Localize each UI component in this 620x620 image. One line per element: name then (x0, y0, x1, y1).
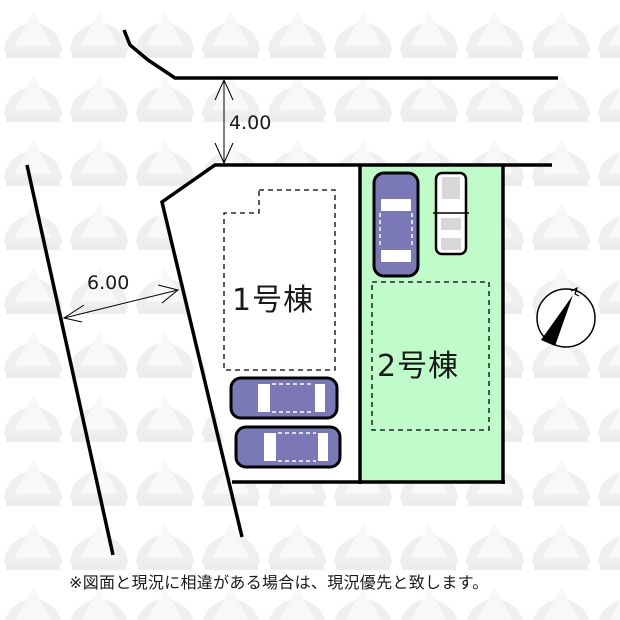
building-2-label: 2号棟 (377, 349, 460, 384)
dimension-arrow-4m (214, 78, 234, 165)
site-boundary-north-west (160, 163, 552, 538)
car-icon (433, 171, 469, 256)
building-2-footprint (371, 281, 490, 431)
car-icon (234, 425, 342, 469)
building-1-label: 1号棟 (232, 283, 315, 318)
road-width-west-label: 6.00 (87, 272, 130, 294)
building-1-footprint (223, 189, 336, 371)
disclaimer-note: ※図面と現況に相違がある場合は、現況優先と致します。 (69, 573, 489, 592)
dimension-arrow-6m (62, 284, 180, 323)
road-width-north-label: 4.00 (229, 112, 272, 134)
car-icon (229, 376, 339, 420)
car-icon (372, 171, 420, 278)
road-left-edge (25, 164, 115, 556)
north-arrow-icon (536, 286, 596, 348)
road-top-edge (122, 29, 558, 80)
